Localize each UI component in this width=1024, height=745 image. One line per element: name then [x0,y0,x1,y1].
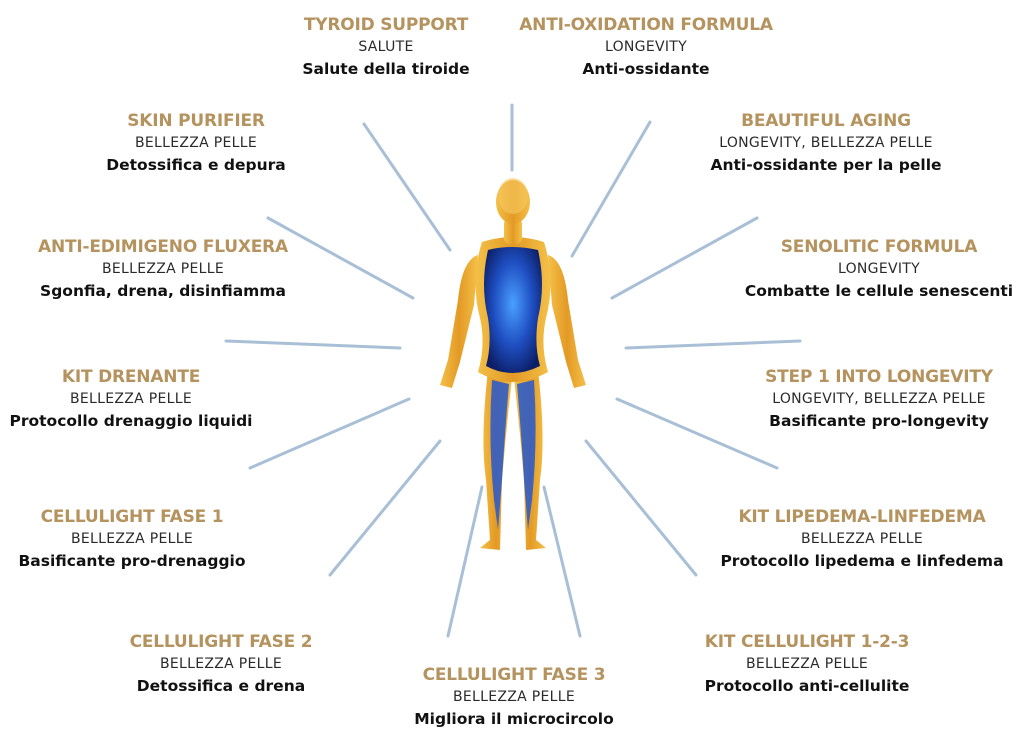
product-description: Basificante pro-drenaggio [18,552,246,570]
product-title: CELLULIGHT FASE 3 [422,665,606,685]
product-title: ANTI-OXIDATION FORMULA [519,15,773,35]
product-title: STEP 1 INTO LONGEVITY [765,367,993,387]
product-item: TYROID SUPPORT SALUTE Salute della tiroi… [302,14,469,81]
ray [248,397,411,470]
product-title: KIT CELLULIGHT 1-2-3 [704,632,910,652]
product-category: BELLEZZA PELLE [745,656,869,672]
product-title: CELLULIGHT FASE 1 [40,507,224,527]
ray [266,216,415,300]
product-description: Protocollo anti-cellulite [704,677,910,695]
product-title: SKIN PURIFIER [127,111,265,131]
ray [542,485,582,638]
ray [610,216,759,300]
product-title: BEAUTIFUL AGING [741,111,911,131]
product-item: KIT DRENANTE BELLEZZA PELLE Protocollo d… [10,366,253,433]
product-description: Salute della tiroide [302,60,470,78]
ray [615,397,779,470]
product-title: KIT DRENANTE [61,367,201,387]
human-body-figure [440,178,586,550]
product-item: SKIN PURIFIER BELLEZZA PELLE Detossifica… [106,110,285,177]
product-category: BELLEZZA PELLE [452,689,576,705]
product-category: LONGEVITY [604,39,687,55]
product-category: BELLEZZA PELLE [101,261,225,277]
product-category: BELLEZZA PELLE [800,531,924,547]
product-item: ANTI-EDIMIGENO FLUXERA BELLEZZA PELLE Sg… [38,236,288,303]
product-category: BELLEZZA PELLE [69,391,193,407]
product-category: LONGEVITY [837,261,920,277]
product-item: STEP 1 INTO LONGEVITY LONGEVITY, BELLEZZ… [765,366,993,433]
product-item: BEAUTIFUL AGING LONGEVITY, BELLEZZA PELL… [710,110,941,177]
product-description: Detossifica e drena [136,677,306,695]
ray [224,339,402,350]
ray [570,120,652,258]
product-category: BELLEZZA PELLE [159,656,283,672]
product-item: SENOLITIC FORMULA LONGEVITY Combatte le … [745,236,1013,303]
product-category: BELLEZZA PELLE [134,135,258,151]
product-description: Basificante pro-longevity [769,412,989,430]
product-description: Sgonfia, drena, disinfiamma [40,282,286,300]
product-item: CELLULIGHT FASE 3 BELLEZZA PELLE Miglior… [414,664,614,731]
product-description: Detossifica e depura [106,156,286,174]
ray [362,122,452,252]
product-category: LONGEVITY, BELLEZZA PELLE [772,391,986,407]
product-title: KIT LIPEDEMA-LINFEDEMA [738,507,986,527]
product-title: SENOLITIC FORMULA [780,237,978,257]
product-item: ANTI-OXIDATION FORMULA LONGEVITY Anti-os… [519,14,773,81]
product-category: SALUTE [358,39,414,55]
ray [446,485,484,638]
ray [624,339,802,350]
product-description: Anti-ossidante [582,60,710,78]
product-title: CELLULIGHT FASE 2 [129,632,313,652]
product-item: CELLULIGHT FASE 1 BELLEZZA PELLE Basific… [18,506,245,573]
product-description: Anti-ossidante per la pelle [710,156,942,174]
product-description: Protocollo lipedema e linfedema [720,552,1004,570]
product-item: CELLULIGHT FASE 2 BELLEZZA PELLE Detossi… [130,631,313,698]
product-item: KIT LIPEDEMA-LINFEDEMA BELLEZZA PELLE Pr… [720,506,1003,573]
ray [584,439,698,577]
product-title: ANTI-EDIMIGENO FLUXERA [37,237,289,257]
product-category: BELLEZZA PELLE [70,531,194,547]
product-item: KIT CELLULIGHT 1-2-3 BELLEZZA PELLE Prot… [705,631,910,698]
product-description: Protocollo drenaggio liquidi [9,412,253,430]
product-description: Migliora il microcircolo [414,710,614,728]
product-title: TYROID SUPPORT [303,15,469,35]
product-description: Combatte le cellule senescenti [744,282,1014,300]
ray [328,439,442,577]
product-category: LONGEVITY, BELLEZZA PELLE [719,135,933,151]
